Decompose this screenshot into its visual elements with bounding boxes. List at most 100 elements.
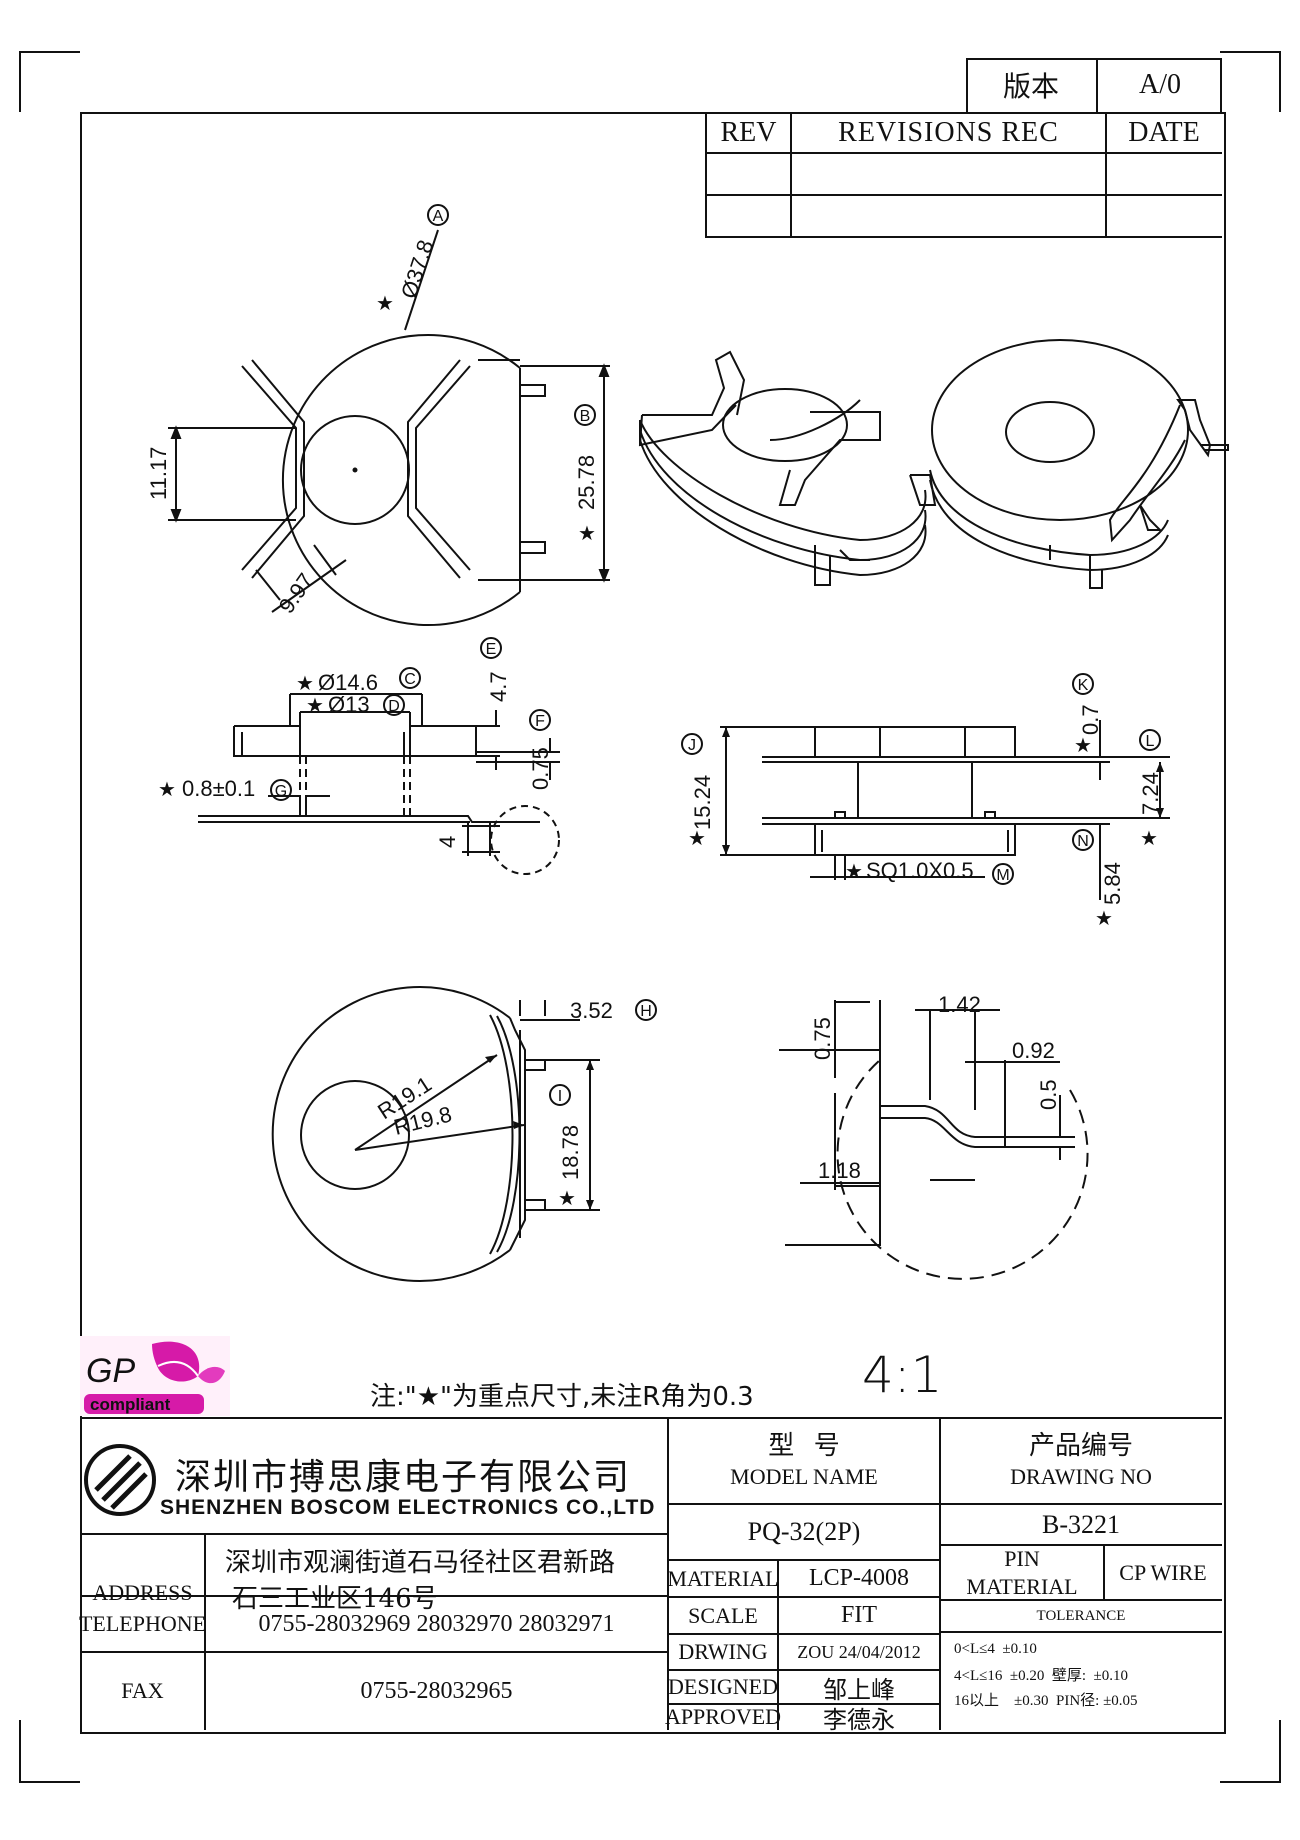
- dim-b: 25.78: [574, 455, 599, 510]
- gp-leaf-icon: GP compliant: [80, 1336, 230, 1416]
- dim-i: 18.78: [558, 1125, 583, 1180]
- dim-g: 0.8±0.1: [182, 776, 255, 801]
- designed-value: 邹上峰: [823, 1677, 895, 1704]
- side-view-right: [720, 720, 1170, 900]
- star-i: ★: [558, 1188, 576, 1210]
- svg-text:N: N: [1077, 833, 1089, 850]
- drawing-no-value: B-3221: [1042, 1509, 1120, 1539]
- side-view-left: [198, 693, 560, 875]
- dim-pin-0-92: 0.92: [1012, 1038, 1055, 1063]
- approved-value: 李德永: [823, 1707, 895, 1734]
- date-header: DATE: [1128, 116, 1200, 148]
- star-l: ★: [1140, 828, 1158, 850]
- svg-text:J: J: [688, 737, 696, 754]
- marker-i: I: [549, 1084, 571, 1106]
- gp-text: GP: [86, 1352, 135, 1390]
- svg-text:I: I: [558, 1088, 562, 1105]
- material-value: LCP-4008: [808, 1565, 909, 1591]
- scale-value: FIT: [841, 1602, 877, 1628]
- star-a: ★: [376, 293, 394, 315]
- svg-text:M: M: [996, 867, 1009, 884]
- marker-f: F: [529, 709, 551, 731]
- material-label: MATERIAL: [667, 1565, 779, 1591]
- star-b: ★: [578, 523, 596, 545]
- address-line-2: 石三工业区146号: [232, 1584, 438, 1614]
- dim-11-17: 11.17: [146, 447, 171, 500]
- star-n: ★: [1095, 908, 1113, 930]
- marker-g: G: [270, 779, 292, 801]
- version-value: A/0: [1139, 69, 1181, 100]
- marker-c: C: [399, 667, 421, 689]
- svg-text:L: L: [1146, 733, 1155, 750]
- scale-ratio: 4:1: [862, 1346, 943, 1404]
- rev-header: REV: [720, 116, 777, 148]
- star-d: ★: [306, 695, 324, 717]
- svg-text:D: D: [388, 698, 400, 715]
- version-label: 版本: [1002, 72, 1059, 103]
- detail-view-pin: [779, 1000, 1089, 1280]
- dim-e: 4.7: [486, 671, 511, 702]
- svg-text:B: B: [580, 408, 591, 425]
- drawing-by-label: DRWING: [678, 1639, 768, 1664]
- dim-d: Ø13: [328, 692, 370, 717]
- dim-pin-1-18: 1.18: [818, 1158, 861, 1183]
- dim-pin-1-42: 1.42: [938, 992, 981, 1017]
- compliant-text: compliant: [90, 1395, 171, 1414]
- company-name-en: SHENZHEN BOSCOM ELECTRONICS CO.,LTD: [160, 1496, 656, 1519]
- address-line-1: 深圳市观澜街道石马径社区君新路: [225, 1548, 616, 1578]
- dim-j: 15.24: [690, 775, 715, 830]
- version-divider: [1096, 58, 1098, 112]
- dim-m: SQ1.0X0.5: [866, 858, 974, 883]
- svg-text:F: F: [535, 713, 545, 730]
- svg-text:A: A: [433, 208, 444, 225]
- isometric-view-2: [929, 339, 1229, 589]
- approved-label: APPROVED: [664, 1704, 782, 1729]
- marker-n: N: [1072, 829, 1094, 851]
- bottom-view: [271, 986, 600, 1282]
- drawing-no-label-en: DRAWING NO: [1010, 1464, 1152, 1489]
- address-label: ADDRESS: [92, 1580, 193, 1605]
- company-name-cn: 深圳市搏思康电子有限公司: [175, 1457, 632, 1498]
- svg-text:C: C: [404, 671, 416, 688]
- svg-text:G: G: [275, 783, 287, 800]
- version-box: [966, 58, 1222, 112]
- dim-4: 4: [435, 836, 460, 848]
- model-value: PQ-32(2P): [747, 1517, 861, 1546]
- svg-text:K: K: [1078, 677, 1089, 694]
- boscom-logo-icon: [84, 1444, 156, 1516]
- gp-compliant-logo: GP compliant: [80, 1336, 230, 1416]
- pin-material-value: CP WIRE: [1119, 1559, 1207, 1585]
- pin-material-label-1: PIN: [1004, 1546, 1040, 1571]
- dim-k: 0.7: [1078, 704, 1103, 735]
- marker-a: A: [427, 204, 449, 226]
- isometric-view-1: [638, 350, 937, 586]
- revisions-header: REVISIONS REC: [838, 116, 1059, 148]
- model-label-cn: 型 号: [768, 1430, 840, 1460]
- marker-e: E: [480, 637, 502, 659]
- drawing-by-value: ZOU 24/04/2012: [797, 1641, 921, 1662]
- dim-h: 3.52: [570, 998, 613, 1023]
- marker-k: K: [1072, 673, 1094, 695]
- tolerance-label: TOLERANCE: [1036, 1607, 1126, 1624]
- model-label-en: MODEL NAME: [730, 1464, 878, 1489]
- dim-pin-0-75: 0.75: [810, 1017, 835, 1060]
- tolerance-row-1: 0<L≤4 ±0.10: [954, 1641, 1037, 1657]
- telephone-label: TELEPHONE: [78, 1611, 207, 1636]
- svg-text:H: H: [640, 1003, 652, 1020]
- dim-c: Ø14.6: [318, 670, 378, 695]
- dim-f: 0.75: [528, 747, 553, 790]
- star-g: ★: [158, 779, 176, 801]
- star-k: ★: [1074, 735, 1092, 757]
- marker-d: D: [383, 694, 405, 716]
- drawing-no-label-cn: 产品编号: [1028, 1430, 1133, 1460]
- star-j: ★: [688, 828, 706, 850]
- star-m: ★: [845, 861, 863, 883]
- scale-label: SCALE: [688, 1602, 758, 1628]
- fax-value: 0755-28032965: [360, 1677, 513, 1704]
- star-c: ★: [296, 673, 314, 695]
- marker-j: J: [681, 733, 703, 755]
